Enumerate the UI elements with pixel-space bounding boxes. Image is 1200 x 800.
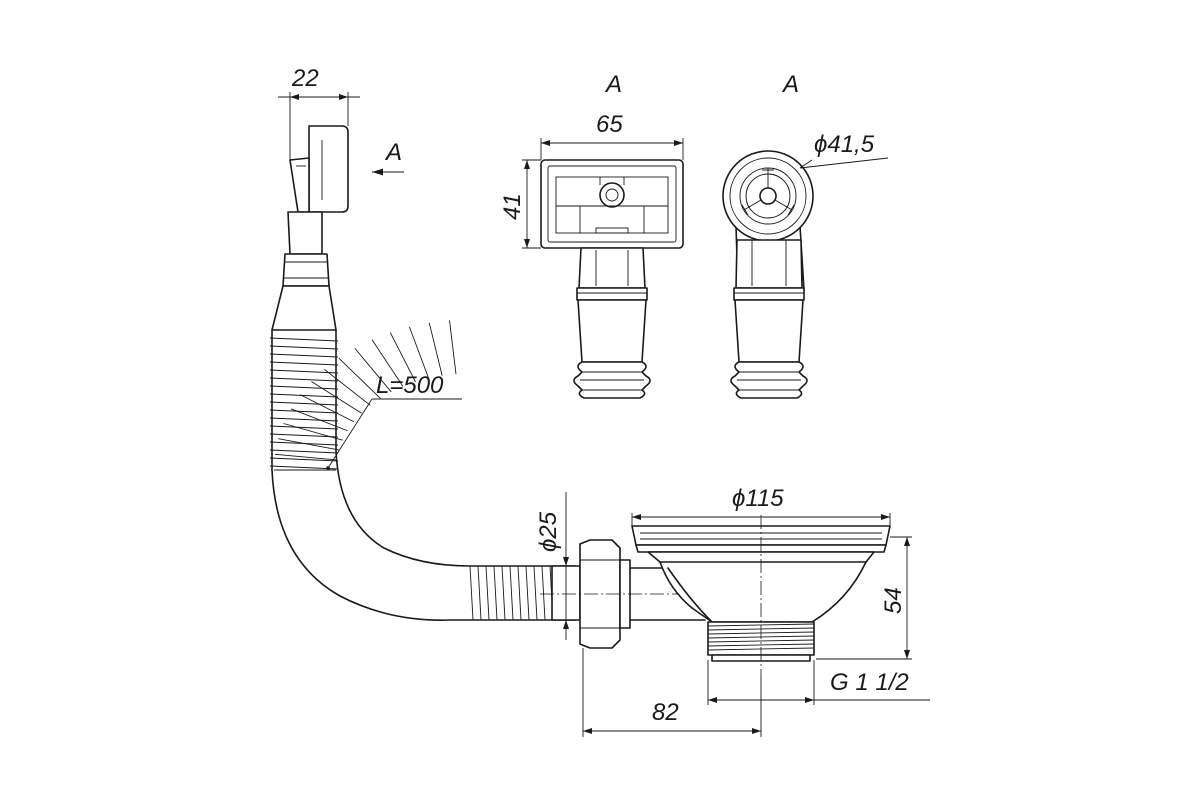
dimension-54: 54 <box>816 536 912 660</box>
dimension-dia-25-label: ϕ25 <box>535 511 562 552</box>
thread-callout: G 1 1/2 <box>707 660 930 705</box>
thread-label: G 1 1/2 <box>830 669 909 696</box>
strainer-outlet-assembly <box>540 515 891 676</box>
dimension-dia-25: ϕ25 <box>535 492 569 640</box>
dimension-82-label: 82 <box>652 699 679 726</box>
dimension-41: 41 <box>499 159 541 249</box>
overflow-head-side-view <box>271 125 349 331</box>
corrugated-hose: L=500 <box>269 320 576 621</box>
dimension-65: 65 <box>540 111 684 160</box>
dimension-22-label: 22 <box>291 65 319 92</box>
view-a-front-title: A <box>604 71 622 98</box>
dimension-22: 22 <box>278 65 360 160</box>
dimension-dia-115-label: ϕ115 <box>732 485 784 512</box>
dimension-82: 82 <box>582 648 762 737</box>
dimension-41-label: 41 <box>499 193 526 220</box>
dimension-54-label: 54 <box>880 587 907 614</box>
dimension-65-label: 65 <box>596 111 623 138</box>
dimension-dia-115: ϕ115 <box>631 485 891 526</box>
view-a-side-title: A <box>781 71 799 98</box>
view-a-side: A ϕ41,5 <box>722 71 889 399</box>
view-arrow-a: A <box>372 139 404 176</box>
view-a-front: A <box>540 71 684 399</box>
view-arrow-a-label: A <box>384 139 402 166</box>
hose-length-label: L=500 <box>376 372 444 399</box>
dimension-dia-41-5-label: ϕ41,5 <box>814 131 875 158</box>
